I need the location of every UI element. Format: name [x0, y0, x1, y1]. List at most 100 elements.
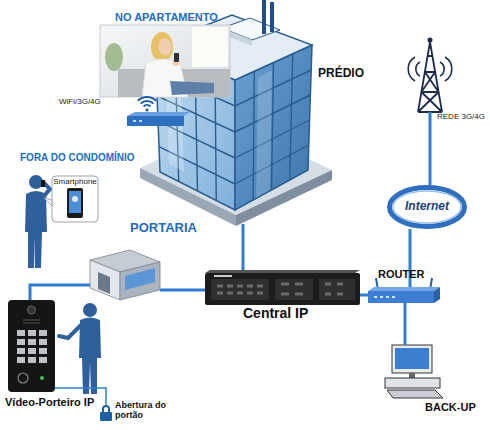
keypad-button — [17, 330, 25, 336]
keypad-button — [28, 357, 36, 363]
network-cable — [160, 289, 205, 292]
callout-bubble — [52, 176, 98, 222]
rooftop-antenna — [262, 0, 266, 34]
keypad-button — [39, 357, 47, 363]
keypad-button — [39, 330, 47, 336]
device-label: Abertura do portão — [115, 401, 167, 421]
device-node: Central IP — [205, 270, 360, 305]
gatehouse-wall — [90, 260, 120, 300]
device-label: ROUTER — [378, 268, 438, 280]
device-node: PORTARIA — [90, 250, 160, 300]
phone-icon — [41, 180, 45, 187]
glass-reflection — [256, 70, 272, 198]
smartphone-screen — [72, 196, 78, 202]
gatehouse — [90, 250, 160, 300]
keypad-button — [28, 330, 36, 336]
intercom-body — [8, 300, 55, 392]
smartphone-screen — [69, 191, 81, 213]
computer-keyboard — [387, 390, 443, 398]
keypad-button — [28, 339, 36, 345]
keypad-button — [17, 339, 25, 345]
pbx-panel — [319, 279, 355, 300]
pbx-panel — [211, 279, 269, 300]
network-cable — [429, 112, 432, 185]
backup-computer — [385, 345, 443, 398]
device-label: PRÉDIO — [318, 67, 378, 80]
photo-hair — [151, 32, 173, 62]
wifi-router — [127, 116, 184, 126]
tower-top — [428, 38, 433, 43]
apartment-photo — [100, 25, 230, 97]
keypad-button — [39, 339, 47, 345]
network-cable — [30, 285, 90, 300]
computer-case — [385, 378, 440, 388]
gatehouse-wall — [120, 262, 160, 300]
router-device — [434, 287, 440, 303]
device-node: PRÉDIO — [140, 0, 332, 224]
person-silhouette — [25, 191, 47, 268]
pbx-ports — [217, 284, 343, 294]
network-cable — [404, 303, 407, 345]
status-led — [40, 376, 44, 380]
device-label: Internet — [387, 200, 467, 213]
photo-frame — [100, 25, 230, 97]
device-node: FORA DO CONDOMÍNIOSmartphone — [15, 168, 100, 272]
person-silhouette — [83, 303, 97, 317]
person-silhouette — [79, 318, 101, 395]
device-node: Internet — [387, 185, 467, 229]
device-label: BACK-UP — [425, 401, 475, 413]
video-intercom — [8, 300, 55, 392]
callout-pointer — [44, 198, 52, 206]
pbx-device — [205, 270, 360, 305]
signal-waves — [440, 57, 452, 81]
device-label: WiFi/3G/4G — [59, 98, 125, 107]
photo-face — [159, 39, 172, 56]
keypad-button — [28, 348, 36, 354]
device-label: FORA DO CONDOMÍNIO — [20, 152, 145, 163]
device-label: Smartphone — [52, 178, 98, 187]
device-node: REDE 3G/4G — [412, 40, 448, 112]
monitor-stand — [409, 373, 415, 378]
device-node: ROUTER — [368, 287, 440, 303]
computer-screen — [395, 348, 429, 369]
photo-jeans — [170, 81, 214, 95]
photo-plant — [105, 43, 123, 71]
intercom-speaker — [23, 320, 40, 323]
device-node: NO APARTAMENTO — [100, 25, 230, 97]
card-reader — [18, 373, 28, 383]
device-label: Central IP — [243, 306, 333, 321]
intercom-camera — [28, 306, 36, 314]
network-cable — [242, 224, 245, 270]
wifi-waves — [145, 108, 148, 111]
network-cable — [360, 294, 368, 297]
wifi-waves — [138, 97, 156, 107]
computer-monitor — [392, 345, 432, 373]
keypad-button — [17, 348, 25, 354]
gatehouse-window — [125, 268, 155, 290]
device-node: WiFi/3G/4G — [127, 112, 190, 128]
wifi-router — [127, 112, 190, 116]
padlock-icon — [103, 406, 109, 412]
device-label: Vídeo-Porteiro IP — [5, 396, 105, 408]
keypad-button — [17, 357, 25, 363]
router-leds — [374, 296, 395, 298]
device-node: Vídeo-Porteiro IP — [8, 300, 55, 392]
photo-window — [192, 27, 228, 67]
device-label: NO APARTAMENTO — [115, 11, 245, 23]
pbx-body — [205, 273, 360, 305]
rooftop-antenna — [270, 2, 274, 32]
device-label: REDE 3G/4G — [437, 113, 490, 122]
padlock-icon — [100, 412, 112, 421]
keypad-button — [39, 348, 47, 354]
person-silhouette — [29, 175, 43, 189]
person-arm — [59, 324, 82, 338]
router-device — [368, 287, 440, 291]
smartphone-icon — [67, 188, 83, 218]
wifi-led — [133, 120, 136, 122]
photo-phone — [174, 53, 179, 62]
pbx-panel — [275, 279, 313, 300]
wifi-led — [139, 120, 142, 122]
router-device — [368, 291, 434, 303]
cell-tower — [418, 42, 442, 112]
signal-waves — [408, 57, 420, 81]
